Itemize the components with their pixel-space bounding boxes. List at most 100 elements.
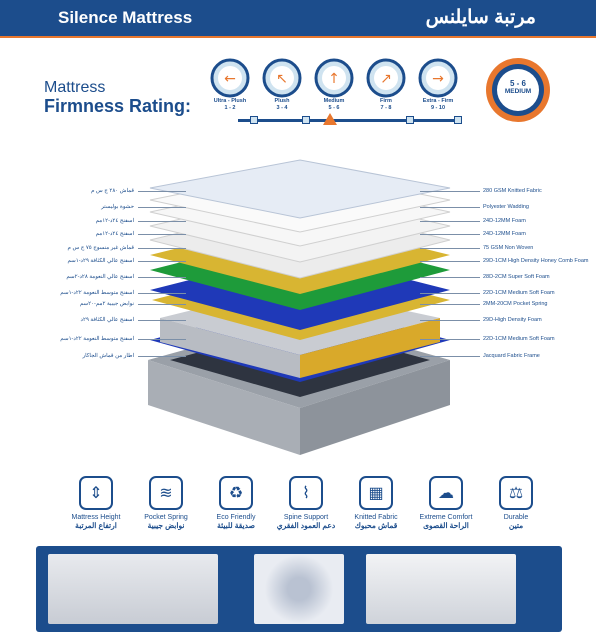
level-name: Plush <box>274 98 290 104</box>
layer-label-en: 22D-1CM Medium Soft Foam <box>483 336 555 342</box>
layer-label-ar: قماش غير منسوج ٧٥ ج س م <box>67 245 134 251</box>
leader-line <box>420 191 480 192</box>
arrow-up-gauge-icon: ↑ <box>314 58 354 98</box>
arrow-right-gauge-icon: → <box>418 58 458 98</box>
level-range: 5 - 6 <box>328 105 340 111</box>
leader-line <box>420 320 480 321</box>
leader-line <box>420 221 480 222</box>
feature-label-ar: متين <box>508 521 524 530</box>
feature-label-en: Spine Support <box>283 514 329 521</box>
layer-label-en: 75 GSM Non Woven <box>483 245 534 251</box>
leader-line <box>138 320 186 321</box>
layer-label-en: 28D-2CM Super Soft Foam <box>483 274 550 280</box>
scale-marker <box>250 116 258 124</box>
layer-label-ar: اسفنج ٢٤د-١٢مم <box>95 231 134 237</box>
feature-label-ar: صديقة للبيئة <box>217 521 255 530</box>
svg-text:←: ← <box>224 71 236 87</box>
arrow-up-right-gauge-icon: ↗ <box>366 58 406 98</box>
spring-icon: ≋ <box>149 476 183 510</box>
mattress-layers-diagram <box>148 159 451 455</box>
feature-label-en: Eco Friendly <box>216 514 256 521</box>
feature-label-en: Durable <box>503 514 529 521</box>
layer-label-en: Polyester Wadding <box>483 204 529 210</box>
title-ar: مرتبة سايلنس <box>425 7 536 28</box>
title-en: Silence Mattress <box>58 8 193 27</box>
firmness-title-line1: Mattress <box>44 79 106 96</box>
firmness-title-line2: Firmness Rating: <box>44 96 192 116</box>
layer-label-ar: حشوة بوليستر <box>101 204 134 210</box>
layer-label-ar: اسفنج متوسط النعومة ٢٢د-١سم <box>60 336 134 342</box>
layer-label-ar: اطار من قماش الجاكار <box>82 353 134 359</box>
svg-text:→: → <box>432 71 444 87</box>
level-range: 9 - 10 <box>430 105 446 111</box>
layer-label-en: 29D-High Density Foam <box>483 317 542 323</box>
leader-line <box>420 277 480 278</box>
firmness-badge: 5 - 6 MEDIUM <box>486 58 550 122</box>
firmness-scale-line <box>238 119 462 122</box>
feature-label-ar: دعم العمود الفقري <box>276 521 336 530</box>
feature-label-en: Pocket Spring <box>144 514 188 521</box>
leader-line <box>138 191 186 192</box>
leader-line <box>420 261 480 262</box>
leader-line <box>420 356 480 357</box>
fabric-icon: ▦ <box>359 476 393 510</box>
layer-label-en: Jacquard Fabric Frame <box>483 353 540 359</box>
leader-line <box>138 248 186 249</box>
feature-label-en: Mattress Height <box>71 514 121 521</box>
feature-label-en: Knitted Fabric <box>354 514 398 521</box>
leader-line <box>138 234 186 235</box>
layer-label-en: 2MM-20CM Pocket Spring <box>483 301 548 307</box>
leader-line <box>420 207 480 208</box>
leader-line <box>420 293 480 294</box>
arrow-left-gauge-icon: ← <box>210 58 250 98</box>
leader-line <box>138 261 186 262</box>
mattress-photo-1 <box>48 554 218 624</box>
leader-line <box>420 234 480 235</box>
feature-label-en: Extreme Comfort <box>419 514 473 521</box>
leader-line <box>138 339 186 340</box>
scale-marker <box>406 116 414 124</box>
level-name: Ultra - Plush <box>213 98 247 104</box>
weight-icon: ⚖ <box>499 476 533 510</box>
feature-label-ar: الراحة القصوى <box>423 521 469 530</box>
layer-label-en: 22D-1CM Medium Soft Foam <box>483 290 555 296</box>
layer-label-ar: اسفنج عالي الكثافة ٢٩د-١سم <box>67 258 134 264</box>
firmness-title: Mattress Firmness Rating: <box>44 78 191 117</box>
header-bar: Silence Mattress مرتبة سايلنس <box>0 0 596 38</box>
layer-label-en: 29D-1CM High Density Honey Comb Foam <box>483 258 589 264</box>
leader-line <box>420 304 480 305</box>
layer-label-ar: اسفنج متوسط النعومة ٢٢د-١سم <box>60 290 134 296</box>
level-range: 7 - 8 <box>380 105 392 111</box>
layer-label-ar: نوابض جيبية ٢مم-٢٠سم <box>79 301 134 307</box>
leader-line <box>420 339 480 340</box>
mattress-photo-2 <box>366 554 516 624</box>
badge-range: 5 - 6 <box>509 79 526 88</box>
layer-label-ar: قماش ٢٨٠ ج س م <box>91 188 134 194</box>
svg-text:↖: ↖ <box>276 71 288 87</box>
leader-line <box>138 221 186 222</box>
leader-line <box>138 277 186 278</box>
level-range: 1 - 2 <box>224 105 236 111</box>
level-name: Firm <box>380 98 392 104</box>
scale-marker <box>454 116 462 124</box>
layer-label-ar: اسفنج عالي الكثافة ٢٩د <box>80 317 134 323</box>
leaf-icon: ♻ <box>219 476 253 510</box>
svg-text:↑: ↑ <box>328 71 340 87</box>
leader-line <box>420 248 480 249</box>
arrow-up-left-gauge-icon: ↖ <box>262 58 302 98</box>
leader-line <box>138 207 186 208</box>
spine-icon: ⌇ <box>289 476 323 510</box>
leader-line <box>138 293 186 294</box>
layer-label-en: 280 GSM Knitted Fabric <box>483 188 542 194</box>
selected-triangle-marker <box>323 113 337 125</box>
hand-feather-icon: ☁ <box>429 476 463 510</box>
leader-line <box>138 356 186 357</box>
